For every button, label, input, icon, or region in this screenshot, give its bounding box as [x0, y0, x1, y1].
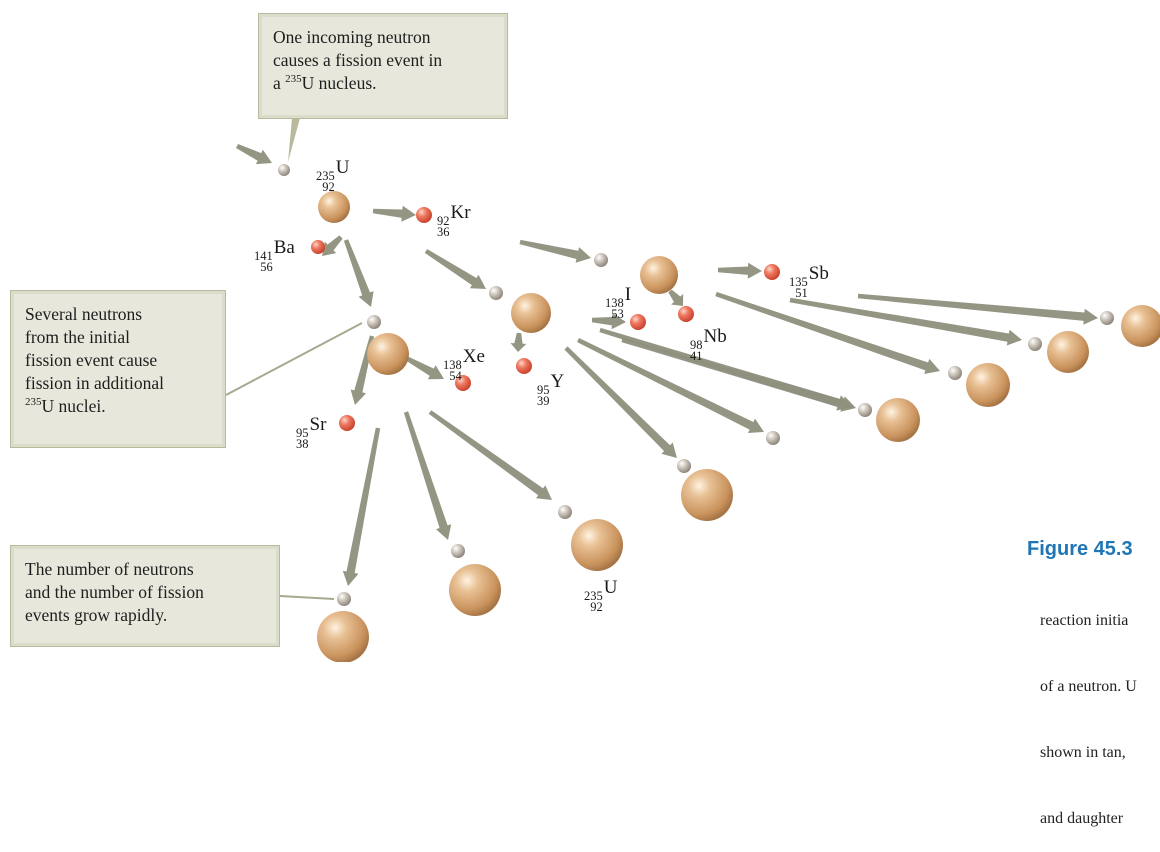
neutron-path-arrow [591, 313, 626, 330]
callout-text: fission in additional [25, 373, 165, 393]
neutron-path-arrow [404, 356, 444, 380]
neutron [1028, 337, 1042, 351]
neutron [489, 286, 503, 300]
neutron [677, 459, 691, 473]
fission-fragment [455, 375, 471, 391]
uranium-nucleus [966, 363, 1010, 407]
neutron [558, 505, 572, 519]
neutron-path-arrow [564, 346, 677, 458]
neutron-path-arrow [322, 235, 343, 256]
pointer-top [288, 118, 300, 162]
arrow-layer [236, 144, 1098, 586]
callout-initial-fission: One incoming neutron causes a fission ev… [258, 13, 508, 119]
pointer-middle [225, 322, 363, 396]
fission-fragment [764, 264, 780, 280]
fission-fragment [339, 415, 355, 431]
callout-text: a 235U nucleus. [273, 73, 377, 93]
callout-pointers [225, 118, 363, 600]
figure-caption: reaction initia of a neutron. U shown in… [1040, 566, 1160, 852]
caption-line: and daughter [1040, 810, 1124, 827]
neutron-path-arrow [857, 293, 1098, 325]
caption-line: shown in tan, [1040, 744, 1126, 761]
callout-text: One incoming neutron [273, 27, 431, 47]
uranium-nucleus [317, 611, 369, 662]
callout-text: 235U nuclei. [25, 396, 106, 416]
neutron-path-arrow [403, 411, 452, 540]
neutron-path-arrow [718, 262, 762, 279]
neutron-path-arrow [668, 289, 684, 306]
chain-reaction-diagram [225, 118, 1160, 662]
neutron [278, 164, 290, 176]
neutron [948, 366, 962, 380]
fission-fragment [311, 240, 325, 254]
neutron-path-arrow [343, 239, 374, 307]
neutron-path-arrow [372, 205, 416, 222]
uranium-nucleus [876, 398, 920, 442]
uranium-nucleus [1121, 305, 1160, 347]
neutron-path-arrow [236, 144, 272, 165]
uranium-nucleus [640, 256, 678, 294]
uranium-nucleus [571, 519, 623, 571]
callout-text: events grow rapidly. [25, 605, 168, 625]
neutron-path-arrow [789, 297, 1022, 346]
uranium-nucleus [318, 191, 350, 223]
fission-fragment [630, 314, 646, 330]
neutron-path-arrow [428, 410, 552, 500]
neutron-path-arrow [621, 337, 856, 412]
uranium-nucleus [449, 564, 501, 616]
callout-text: Several neutrons [25, 304, 143, 324]
callout-additional-fission: Several neutrons from the initial fissio… [10, 290, 226, 448]
neutron [337, 592, 351, 606]
neutron [367, 315, 381, 329]
callout-growth: The number of neutrons and the number of… [10, 545, 280, 647]
fission-fragment [416, 207, 432, 223]
fission-fragment [516, 358, 532, 374]
callout-text: causes a fission event in [273, 50, 443, 70]
neutron-path-arrow [510, 332, 527, 352]
callout-text: from the initial [25, 327, 130, 347]
uranium-nucleus [511, 293, 551, 333]
neutron [594, 253, 608, 267]
caption-line: of a neutron. U [1040, 678, 1137, 695]
uranium-nucleus [681, 469, 733, 521]
neutron-path-arrow [342, 427, 381, 586]
neutron [858, 403, 872, 417]
neutron [1100, 311, 1114, 325]
uranium-nucleus [1047, 331, 1089, 373]
neutron-path-arrow [424, 249, 486, 289]
caption-line: reaction initia [1040, 612, 1129, 629]
callout-text: fission event cause [25, 350, 158, 370]
pointer-bottom [279, 595, 335, 600]
fission-fragment [678, 306, 694, 322]
callout-text: The number of neutrons [25, 559, 194, 579]
neutron [451, 544, 465, 558]
uranium-nucleus [367, 333, 409, 375]
particle-layer [278, 164, 1160, 662]
neutron-path-arrow [519, 239, 591, 263]
neutron-path-arrow [715, 291, 940, 374]
neutron [766, 431, 780, 445]
neutron-path-arrow [577, 338, 764, 433]
figure-number: Figure 45.3 [1027, 538, 1133, 560]
callout-text: and the number of fission [25, 582, 204, 602]
